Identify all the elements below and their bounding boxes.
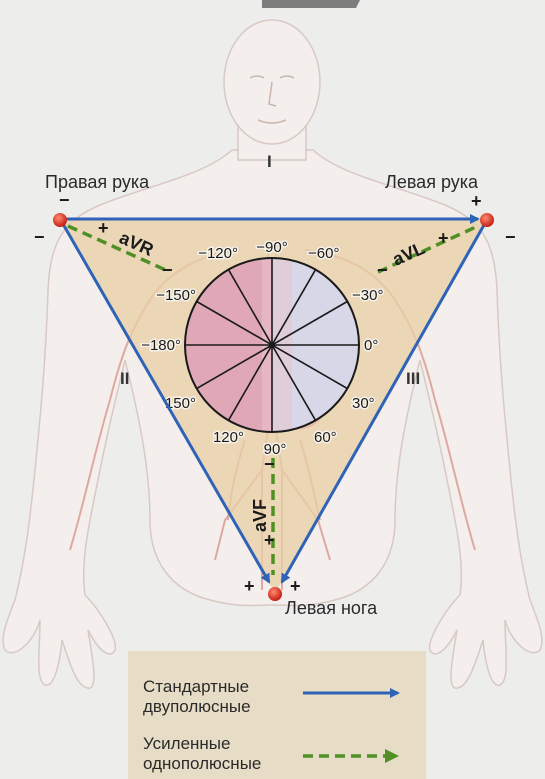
sign-minus-right-arm-top: − — [59, 190, 70, 210]
sign-plus-left-leg-left: + — [244, 576, 255, 596]
angle-label-p30: 30° — [352, 395, 375, 412]
sign-plus-left-leg-right: + — [290, 576, 301, 596]
lead-I-label: I — [267, 152, 272, 171]
sign-minus-aVR: − — [162, 260, 173, 280]
lead-II-label: II — [120, 369, 129, 388]
legend-standard-line1: Стандартные — [143, 677, 249, 696]
lead-III-label: III — [406, 369, 420, 388]
angle-label-m150: −150° — [156, 287, 196, 304]
top-tab — [262, 0, 360, 8]
sign-minus-right-arm-left: − — [34, 227, 45, 247]
sign-minus-aVL: − — [377, 260, 388, 280]
angle-label-p0: 0° — [364, 337, 378, 354]
electrode-right-arm — [53, 213, 67, 227]
sign-plus-aVL: + — [438, 228, 449, 248]
angle-label-p60: 60° — [314, 429, 337, 446]
legend-augmented-line2: однополюсные — [143, 754, 261, 773]
angle-label-m60: −60° — [308, 245, 339, 262]
sign-minus-left-arm-right: − — [505, 227, 516, 247]
legend-augmented-line1: Усиленные — [143, 734, 230, 753]
electrode-left-arm — [480, 213, 494, 227]
sign-plus-left-arm-top: + — [471, 191, 482, 211]
angle-label-m90: −90° — [256, 239, 287, 256]
angle-label-p120: 120° — [213, 429, 244, 446]
angle-label-m120: −120° — [198, 245, 238, 262]
right-arm-label: Правая рука — [45, 172, 150, 192]
sign-plus-aVR: + — [98, 218, 109, 238]
legend: Стандартные двуполюсные Усиленные однопо… — [128, 651, 426, 779]
electrode-left-leg — [268, 587, 282, 601]
lead-aVF-label: aVF — [250, 499, 270, 532]
sign-plus-aVF: + — [264, 530, 275, 550]
sign-minus-aVF: − — [264, 454, 275, 474]
left-leg-label: Левая нога — [285, 598, 378, 618]
left-arm-label: Левая рука — [385, 172, 479, 192]
angle-label-m30: −30° — [352, 287, 383, 304]
legend-standard-line2: двуполюсные — [143, 697, 251, 716]
angle-label-m180: −180° — [141, 337, 181, 354]
